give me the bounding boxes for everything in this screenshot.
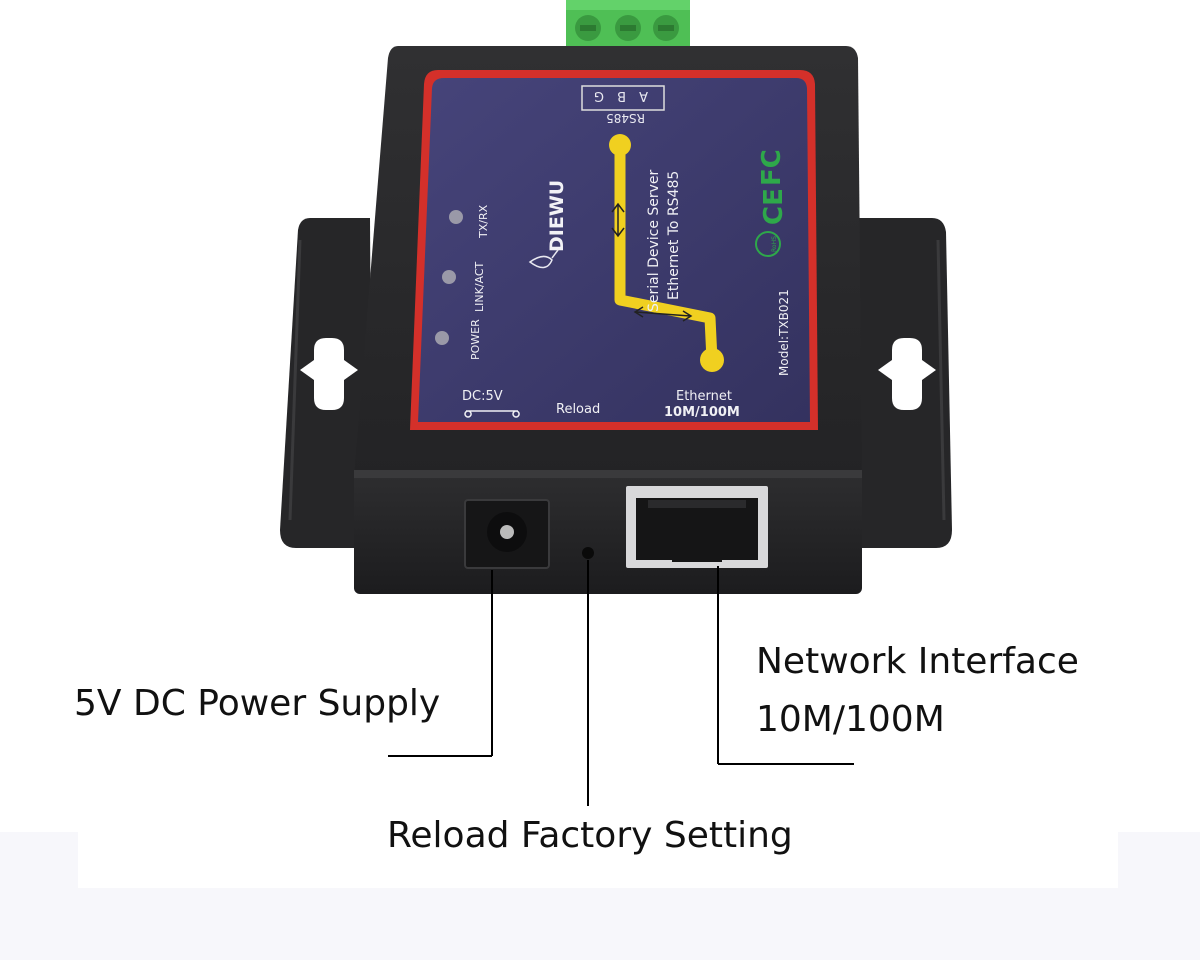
reload-button-hole [582, 547, 594, 559]
rs485-label: RS485 [606, 111, 645, 125]
callout-leader-network [717, 566, 854, 765]
terminal-label-g: G [594, 88, 604, 103]
rohs-mark-icon: RoHS [755, 231, 781, 257]
mounting-bracket-left [280, 218, 372, 548]
led-txrx [449, 210, 463, 224]
led-label-txrx: TX/RX [477, 204, 490, 239]
led-power [435, 331, 449, 345]
svg-text:FC: FC [757, 149, 787, 186]
rs485-terminal-block [566, 0, 690, 50]
svg-text:RoHS: RoHS [771, 236, 778, 252]
callout-network-speed: 10M/100M [756, 699, 945, 740]
rj45-ethernet-port [626, 486, 768, 568]
terminal-label-a: A [639, 88, 648, 103]
callout-power-supply: 5V DC Power Supply [74, 683, 441, 724]
bidirectional-arrow-icon [633, 306, 693, 322]
callout-reload-factory-setting: Reload Factory Setting [387, 815, 793, 856]
signal-trace [614, 145, 718, 361]
label-panel: A B G RS485 DIEWU Serial Device Server E… [410, 70, 818, 430]
housing-front [354, 470, 862, 594]
bidirectional-arrow-icon [611, 202, 625, 238]
callout-network-interface: Network Interface [756, 641, 1079, 682]
brand-bird-icon [528, 249, 559, 269]
bottom-card [78, 832, 1118, 888]
svg-text:CE: CE [759, 188, 789, 225]
dc-label: DC:5V [462, 389, 503, 404]
model-number: Model:TXB021 [777, 289, 791, 376]
led-link-act [442, 270, 456, 284]
device-title-line2: Ethernet To RS485 [666, 171, 682, 300]
ethernet-speed-label: 10M/100M [664, 405, 740, 420]
terminal-label-b: B [617, 88, 626, 103]
device-title-line1: Serial Device Server [646, 169, 662, 312]
led-label-link-act: LINK/ACT [473, 261, 486, 312]
dc-power-jack [464, 499, 550, 569]
led-label-power: POWER [469, 319, 482, 360]
ce-mark-icon: CE [759, 188, 789, 225]
brand-logo: DIEWU [546, 180, 568, 252]
callout-leader-power [388, 570, 493, 757]
reload-label: Reload [556, 402, 600, 417]
dc-polarity-icon [464, 410, 520, 418]
mounting-bracket-right [852, 218, 952, 548]
fcc-mark-icon: FC [757, 149, 787, 186]
ethernet-label: Ethernet [676, 389, 732, 404]
